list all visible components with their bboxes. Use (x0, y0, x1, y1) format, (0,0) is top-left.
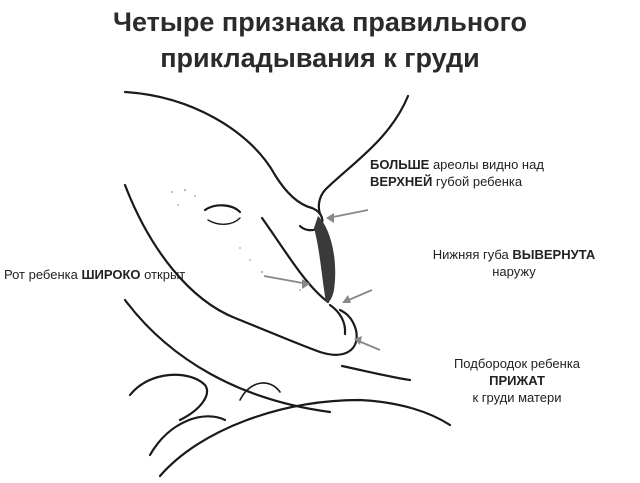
areola-bold-1: БОЛЬШЕ (370, 157, 430, 172)
baby-eye (203, 204, 242, 214)
areola-shading (314, 216, 336, 303)
mother-finger-lower (148, 415, 227, 457)
lip-prefix: Нижняя губа (432, 247, 513, 262)
title-line-2: прикладывания к груди (160, 43, 480, 73)
areola-bold-2: ВЕРХНЕЙ (370, 174, 433, 189)
baby-upper-lip (260, 216, 330, 304)
arrow-areola (327, 209, 369, 219)
arrowhead-areola (326, 213, 334, 223)
mouth-suffix: открыт (140, 267, 186, 282)
arrow-mouth (263, 275, 309, 285)
baby-eyelid (207, 217, 241, 225)
lip-bold: ВЫВЕРНУТА (512, 247, 596, 262)
baby-lower-lip (328, 303, 347, 336)
annotation-chin: Подбородок ребенка ПРИЖАТ к груди матери (412, 355, 622, 406)
chin-line-1: Подбородок ребенка (453, 356, 581, 371)
mouth-bold: ШИРОКО (81, 267, 141, 282)
face-shading (170, 188, 301, 291)
areola-text-2: губой ребенка (432, 174, 523, 189)
lip-line-2: наружу (492, 264, 536, 279)
baby-chin (318, 308, 358, 356)
arrowhead-chin (354, 336, 362, 345)
page-title: Четыре признака правильного прикладывани… (0, 4, 640, 76)
breast-upper-outline (317, 94, 410, 216)
chin-line-3: к груди матери (472, 390, 562, 405)
annotation-lip: Нижняя губа ВЫВЕРНУТА наружу (398, 246, 630, 280)
breast-lower-outline (340, 364, 412, 382)
baby-lower-jaw (123, 298, 332, 414)
annotation-areola: БОЛЬШЕ ареолы видно над ВЕРХНЕЙ губой ре… (370, 156, 544, 190)
title-line-1: Четыре признака правильного (112, 7, 528, 37)
mother-arm (158, 398, 452, 478)
baby-ear (239, 382, 281, 401)
mother-finger (128, 373, 208, 422)
areola-text-1: ареолы видно над (429, 157, 544, 172)
baby-head-outline (123, 90, 314, 210)
arrowhead-lip (342, 295, 351, 303)
baby-cheek (123, 183, 322, 354)
arrowhead-mouth (302, 279, 310, 289)
mouth-prefix: Рот ребенка (4, 267, 82, 282)
chin-bold: ПРИЖАТ (489, 373, 545, 388)
annotation-mouth: Рот ребенка ШИРОКО открыт (4, 266, 185, 283)
